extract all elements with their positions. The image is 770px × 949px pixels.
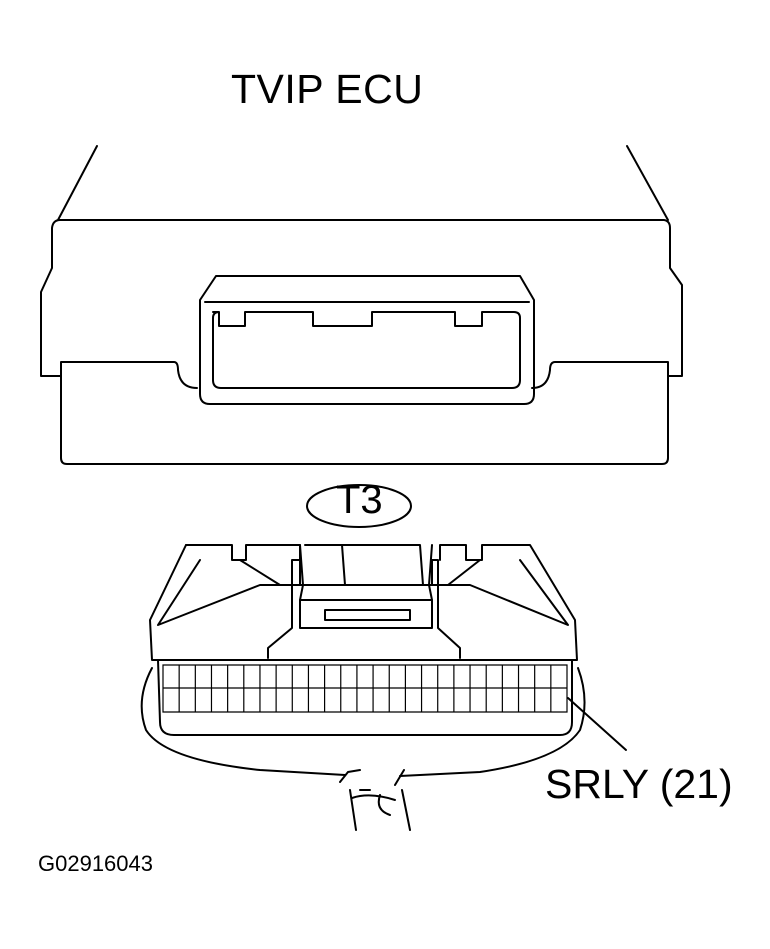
figure-code: G02916043: [38, 851, 153, 876]
ecu-body: [41, 146, 682, 464]
t3-oval: [307, 485, 411, 527]
diagram-title: TVIP ECU: [231, 66, 424, 112]
wire-harness: [142, 668, 585, 830]
connector-plug: [150, 545, 577, 735]
ecu-socket: [200, 276, 534, 404]
pin-grid: [163, 665, 567, 712]
pin-label: SRLY (21): [545, 761, 733, 807]
connector-label: T3: [336, 478, 383, 522]
leader-line: [568, 698, 626, 750]
